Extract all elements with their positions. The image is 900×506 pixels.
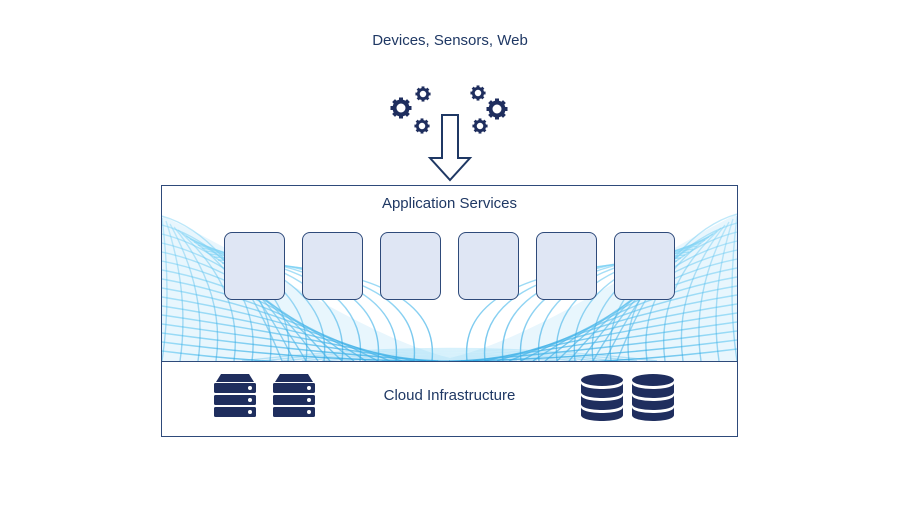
database-icon	[632, 374, 674, 421]
server-icon	[214, 374, 256, 417]
service-box-6	[614, 232, 675, 300]
cloud-infrastructure-label: Cloud Infrastructure	[383, 387, 516, 404]
application-services-label: Application Services	[381, 195, 518, 212]
service-box-4	[458, 232, 519, 300]
service-box-5	[536, 232, 597, 300]
architecture-frame: Application Services Cloud Infrastructur…	[161, 185, 738, 437]
service-box-1	[224, 232, 285, 300]
devices-label: Devices, Sensors, Web	[372, 32, 528, 49]
service-box-3	[380, 232, 441, 300]
layer-divider	[162, 361, 737, 362]
application-services-layer: Application Services	[162, 186, 737, 361]
database-icon	[581, 374, 623, 421]
down-arrow-icon	[427, 114, 473, 182]
server-icon	[273, 374, 315, 417]
service-box-2	[302, 232, 363, 300]
